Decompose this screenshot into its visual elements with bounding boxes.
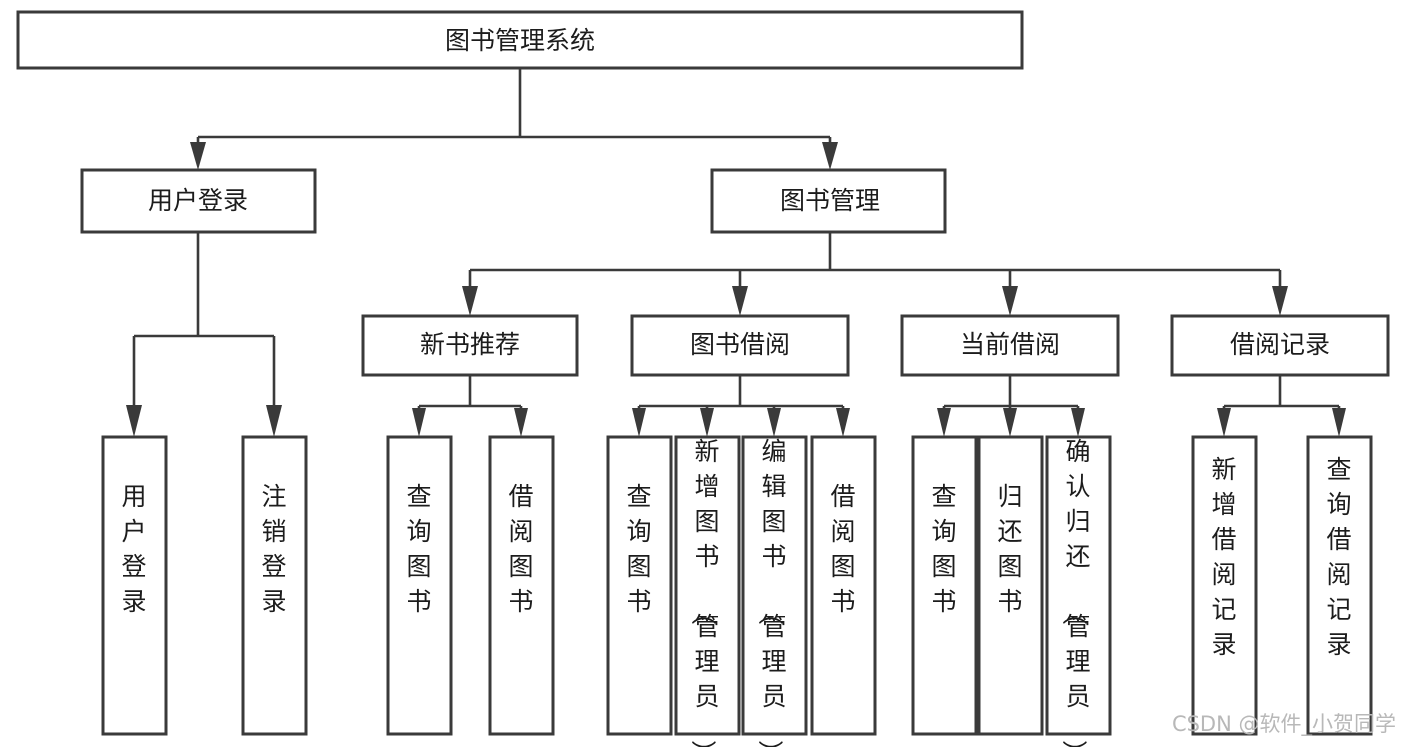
arrow-head-leaf-book-borrow-3 (767, 408, 781, 437)
arrow-head-leaf-book-borrow-4 (836, 408, 850, 437)
arrow-head-leaf-current-borrow-3 (1071, 408, 1085, 437)
leaf-book-borrow-1-label: 查询图书 (626, 482, 651, 616)
leaf-borrow-record-1-label: 新增借阅记录 (1211, 455, 1236, 659)
arrow-head-leaf-current-borrow-2 (1003, 408, 1017, 437)
arrow-head-leaf-borrow-record-2 (1332, 408, 1346, 437)
leaf-new-book-2-box[interactable] (488, 435, 555, 736)
leaf-book-borrow-4-label: 借阅图书 (830, 482, 855, 616)
leaf-node[interactable]: 新增图书（管理员） (674, 435, 741, 747)
leaf-node[interactable]: 查询图书 (606, 435, 673, 736)
leaf-user-login-1-label: 用户登录 (121, 482, 146, 616)
node-new-book-recommend-label: 新书推荐 (420, 330, 520, 359)
leaf-current-borrow-1-label: 查询图书 (931, 482, 956, 616)
leaf-user-login-1-box[interactable] (101, 435, 168, 736)
node-root-label: 图书管理系统 (445, 26, 595, 55)
leaf-node[interactable]: 借阅图书 (810, 435, 877, 736)
arrow-head-leaf-book-borrow-1 (632, 408, 646, 437)
node-book-borrow[interactable]: 图书借阅 (630, 314, 850, 377)
arrow-head-current-borrow (1002, 286, 1018, 316)
connector-layer (126, 68, 1346, 437)
leaf-current-borrow-3-label: 确认归还（管理员） (1059, 437, 1090, 747)
arrow-head-borrow-record (1272, 286, 1288, 316)
leaf-node[interactable]: 借阅图书 (488, 435, 555, 736)
arrow-head-leaf-borrow-record-1 (1217, 408, 1231, 437)
leaf-book-borrow-3-label: 编辑图书（管理员） (755, 437, 786, 747)
arrow-head-leaf-current-borrow-1 (937, 408, 951, 437)
leaf-node[interactable]: 注销登录 (241, 435, 308, 736)
leaf-user-login-2-label: 注销登录 (261, 482, 286, 616)
node-new-book-recommend[interactable]: 新书推荐 (361, 314, 579, 377)
node-root-box[interactable] (16, 10, 1024, 70)
leaf-node[interactable]: 编辑图书（管理员） (741, 435, 808, 747)
leaf-current-borrow-2-box[interactable] (977, 435, 1044, 736)
leaf-new-book-1-box[interactable] (386, 435, 453, 736)
leaf-book-borrow-4-box[interactable] (810, 435, 877, 736)
node-user-login-box[interactable] (80, 168, 317, 234)
arrow-head-new-book-recommend (462, 286, 478, 316)
leaf-current-borrow-1-box[interactable] (911, 435, 978, 736)
node-current-borrow[interactable]: 当前借阅 (900, 314, 1120, 377)
node-book-borrow-box[interactable] (630, 314, 850, 377)
node-book-management[interactable]: 图书管理 (710, 168, 947, 234)
leaf-current-borrow-3-box[interactable] (1045, 435, 1112, 736)
node-root[interactable]: 图书管理系统 (16, 10, 1024, 70)
leaf-node[interactable]: 查询借阅记录 (1306, 435, 1373, 736)
leaf-book-borrow-3-box[interactable] (741, 435, 808, 736)
node-borrow-record[interactable]: 借阅记录 (1170, 314, 1390, 377)
leaf-node[interactable]: 用户登录 (101, 435, 168, 736)
leaf-current-borrow-2-label: 归还图书 (997, 482, 1022, 616)
node-book-borrow-label: 图书借阅 (690, 330, 790, 359)
leaf-book-borrow-2-box[interactable] (674, 435, 741, 736)
arrow-head-leaf-user-login-1 (126, 405, 142, 437)
node-book-management-label: 图书管理 (780, 186, 880, 215)
leaf-node[interactable]: 确认归还（管理员） (1045, 435, 1112, 747)
leaf-book-borrow-1-box[interactable] (606, 435, 673, 736)
leaf-borrow-record-2-box[interactable] (1306, 435, 1373, 736)
node-current-borrow-box[interactable] (900, 314, 1120, 377)
arrow-head-user-login (190, 142, 206, 170)
arrow-head-leaf-book-borrow-2 (700, 408, 714, 437)
leaf-user-login-2-box[interactable] (241, 435, 308, 736)
leaf-borrow-record-2-label: 查询借阅记录 (1326, 455, 1351, 659)
node-user-login[interactable]: 用户登录 (80, 168, 317, 234)
leaf-new-book-2-label: 借阅图书 (508, 482, 533, 616)
node-borrow-record-label: 借阅记录 (1230, 330, 1330, 359)
csdn-watermark: CSDN @软件_小贺同学 (1172, 712, 1396, 737)
node-user-login-label: 用户登录 (148, 186, 248, 215)
arrow-head-book-mgmt (822, 142, 838, 170)
leaf-node[interactable]: 查询图书 (386, 435, 453, 736)
node-current-borrow-label: 当前借阅 (960, 330, 1060, 359)
leaf-node[interactable]: 归还图书 (977, 435, 1044, 736)
node-book-management-box[interactable] (710, 168, 947, 234)
node-new-book-recommend-box[interactable] (361, 314, 579, 377)
leaf-book-borrow-2-label: 新增图书（管理员） (688, 437, 719, 747)
leaf-borrow-record-1-box[interactable] (1191, 435, 1258, 736)
arrow-head-leaf-new-book-1 (412, 408, 426, 437)
arrow-head-leaf-user-login-2 (266, 405, 282, 437)
node-borrow-record-box[interactable] (1170, 314, 1390, 377)
leaf-node[interactable]: 新增借阅记录 (1191, 435, 1258, 736)
arrow-head-book-borrow (732, 286, 748, 316)
leaf-node[interactable]: 查询图书 (911, 435, 978, 736)
arrow-head-leaf-new-book-2 (514, 408, 528, 437)
leaf-new-book-1-label: 查询图书 (406, 482, 431, 616)
